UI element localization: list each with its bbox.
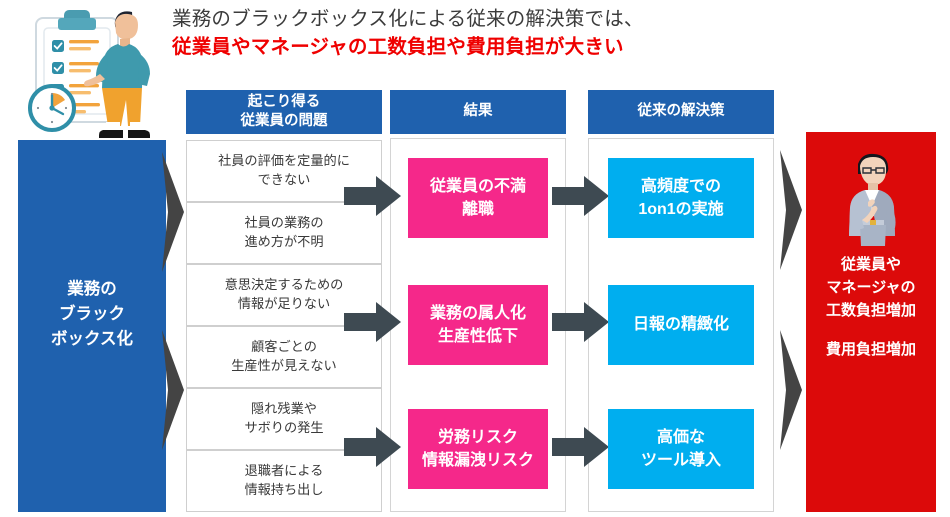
blackbox-pillar: 業務のブラックボックス化 (18, 140, 166, 512)
right-block-arrow-icon (344, 302, 401, 342)
thinking-businessman-illustration (832, 150, 912, 246)
page-title: 業務のブラックボックス化による従来の解決策では、 従業員やマネージャの工数負担や… (172, 6, 832, 61)
outcome-sub: 費用負担増加 (825, 341, 916, 359)
outcome-text: 従業員やマネージャの工数負担増加 費用負担増加 (806, 254, 936, 362)
problem-cell[interactable]: 社員の業務の進め方が不明 (186, 202, 382, 264)
right-block-arrow-icon (552, 176, 609, 216)
right-block-arrow-icon (344, 176, 401, 216)
problem-cell[interactable]: 顧客ごとの生産性が見えない (186, 326, 382, 388)
outcome-main: 従業員やマネージャの工数負担増加 (825, 256, 916, 319)
solution-box[interactable]: 日報の精緻化 (608, 285, 754, 365)
right-chevron-arrow-icon (780, 150, 802, 270)
result-box[interactable]: 業務の属人化生産性低下 (408, 285, 548, 365)
right-chevron-arrow-icon (162, 330, 184, 450)
solution-box[interactable]: 高価なツール導入 (608, 409, 754, 489)
column-header-problems: 起こり得る従業員の問題 (186, 90, 382, 134)
right-block-arrow-icon (344, 427, 401, 467)
problem-cell[interactable]: 退職者による情報持ち出し (186, 450, 382, 512)
blackbox-pillar-label: 業務のブラックボックス化 (50, 280, 133, 348)
title-line-2: 従業員やマネージャの工数負担や費用負担が大きい (172, 35, 624, 58)
column-header-solutions: 従来の解決策 (588, 90, 774, 134)
result-box[interactable]: 労務リスク情報漏洩リスク (408, 409, 548, 489)
clipboard-checklist-person-illustration (14, 2, 166, 142)
title-line-1: 業務のブラックボックス化による従来の解決策では、 (172, 8, 644, 30)
right-block-arrow-icon (552, 302, 609, 342)
right-block-arrow-icon (552, 427, 609, 467)
outcome-panel: 従業員やマネージャの工数負担増加 費用負担増加 (806, 132, 936, 512)
result-box[interactable]: 従業員の不満離職 (408, 158, 548, 238)
column-header-results: 結果 (390, 90, 566, 134)
right-chevron-arrow-icon (780, 330, 802, 450)
right-chevron-arrow-icon (162, 152, 184, 272)
